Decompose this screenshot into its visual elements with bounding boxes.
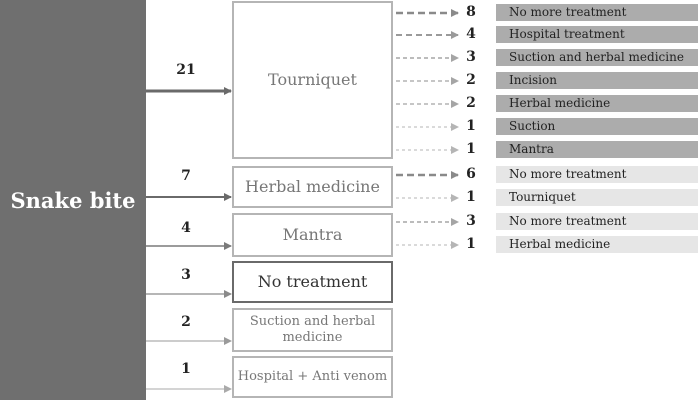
outcome-label: Tourniquet — [496, 189, 698, 206]
outcome-label: Mantra — [496, 141, 698, 158]
count-tourniquet: 21 — [176, 62, 196, 78]
outcome-count: 3 — [466, 49, 476, 65]
outcome-label: Incision — [496, 72, 698, 89]
outcome-count: 2 — [466, 72, 476, 88]
treatment-label: Suction and herbal medicine — [249, 314, 376, 345]
outcome-count: 1 — [466, 236, 476, 252]
treatment-label: Tourniquet — [268, 70, 357, 90]
outcome-count: 1 — [466, 118, 476, 134]
count-herbal-medicine: 7 — [181, 168, 191, 184]
treatment-herbal-medicine: Herbal medicine — [232, 166, 393, 208]
outcome-count: 2 — [466, 95, 476, 111]
outcome-count: 6 — [466, 166, 476, 182]
treatment-label: Mantra — [282, 225, 343, 245]
outcome-count: 8 — [466, 4, 476, 20]
outcome-label: Herbal medicine — [496, 95, 698, 112]
outcome-label: Hospital treatment — [496, 26, 698, 43]
treatment-suction-herbal: Suction and herbal medicine — [232, 308, 393, 352]
outcome-label: No more treatment — [496, 166, 698, 183]
count-suction-herbal: 2 — [181, 314, 191, 330]
count-hospital: 1 — [181, 361, 191, 377]
treatment-label: No treatment — [257, 272, 368, 292]
outcome-label: No more treatment — [496, 4, 698, 21]
outcome-label: No more treatment — [496, 213, 698, 230]
outcome-label: Herbal medicine — [496, 236, 698, 253]
origin-node: Snake bite — [0, 0, 146, 400]
treatment-hospital: Hospital + Anti venom — [232, 356, 393, 398]
treatment-label: Hospital + Anti venom — [237, 369, 388, 385]
outcome-count: 3 — [466, 213, 476, 229]
treatment-label: Herbal medicine — [245, 177, 380, 197]
count-no-treatment: 3 — [181, 267, 191, 283]
outcome-count: 1 — [466, 141, 476, 157]
treatment-mantra: Mantra — [232, 213, 393, 257]
count-mantra: 4 — [181, 220, 191, 236]
treatment-no-treatment: No treatment — [232, 261, 393, 303]
outcome-label: Suction and herbal medicine — [496, 49, 698, 66]
outcome-label: Suction — [496, 118, 698, 135]
outcome-count: 1 — [466, 189, 476, 205]
outcome-count: 4 — [466, 26, 476, 42]
treatment-tourniquet: Tourniquet — [232, 1, 393, 159]
origin-label: Snake bite — [10, 187, 136, 213]
